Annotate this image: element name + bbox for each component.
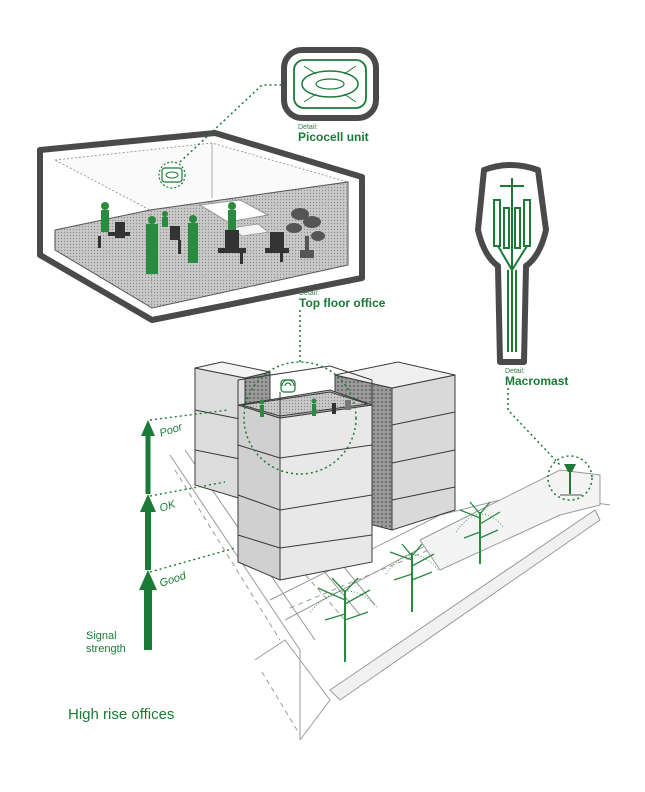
office-people	[101, 202, 236, 274]
macromast-label: Detail: Macromast	[505, 368, 568, 388]
picocell-label: Detail: Picocell unit	[298, 124, 369, 144]
tree-icon	[385, 543, 439, 612]
tree-icon	[455, 501, 505, 564]
picocell-label-title: Picocell unit	[298, 130, 369, 145]
signal-strength-arrow	[139, 420, 157, 650]
signal-legend-line2: strength	[86, 642, 126, 655]
trees	[309, 501, 505, 662]
macromast-detail	[475, 162, 549, 365]
picocell-label-detail: Detail:	[298, 124, 318, 131]
signal-strength-legend: Signal strength	[86, 630, 126, 655]
office-detail	[37, 130, 365, 323]
top-floor-people	[259, 398, 351, 417]
picocell-unit-detail	[281, 47, 379, 121]
diagram-title: High rise offices	[68, 706, 175, 723]
signal-legend-line1: Signal	[86, 630, 117, 642]
macromast-label-detail: Detail:	[505, 368, 525, 375]
building-front	[237, 365, 373, 581]
top-floor-callout	[243, 361, 357, 475]
signal-level-lines	[149, 409, 236, 573]
street-macromast-icon	[547, 455, 593, 501]
top-floor-label: Detail: Top floor office	[299, 290, 385, 310]
top-floor-label-detail: Detail:	[299, 290, 319, 297]
office-picocell-icon	[158, 161, 186, 189]
tree-icon	[309, 577, 379, 662]
macromast-label-title: Macromast	[505, 374, 569, 389]
office-plant	[286, 208, 325, 258]
building-picocell-icon	[280, 379, 296, 393]
top-floor-label-title: Top floor office	[299, 296, 386, 311]
